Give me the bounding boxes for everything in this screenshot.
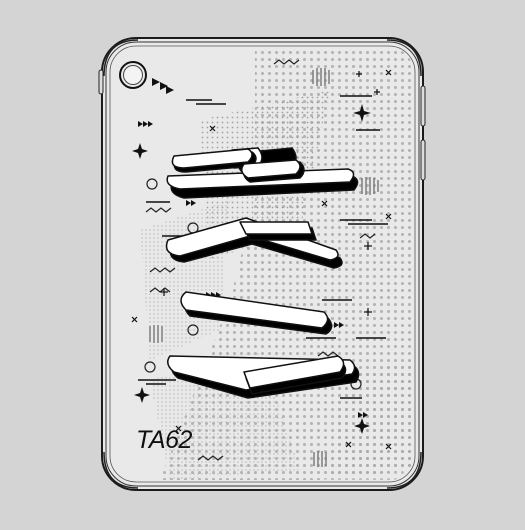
striped-circle-icon bbox=[149, 325, 163, 343]
letter-l bbox=[167, 355, 360, 399]
striped-circle-icon bbox=[312, 68, 330, 86]
live-lettering bbox=[165, 147, 360, 399]
dash-lines bbox=[138, 95, 388, 399]
striped-circle-icon bbox=[361, 177, 379, 195]
letter-i bbox=[180, 291, 333, 335]
model-code-label: TA62 bbox=[136, 426, 192, 454]
striped-circle-icon bbox=[313, 451, 327, 467]
zigzag-lines bbox=[145, 59, 376, 461]
letter-v bbox=[165, 217, 343, 269]
letter-e bbox=[166, 147, 359, 199]
camera-cutout-icon bbox=[119, 61, 147, 89]
cross-icon bbox=[131, 69, 392, 450]
